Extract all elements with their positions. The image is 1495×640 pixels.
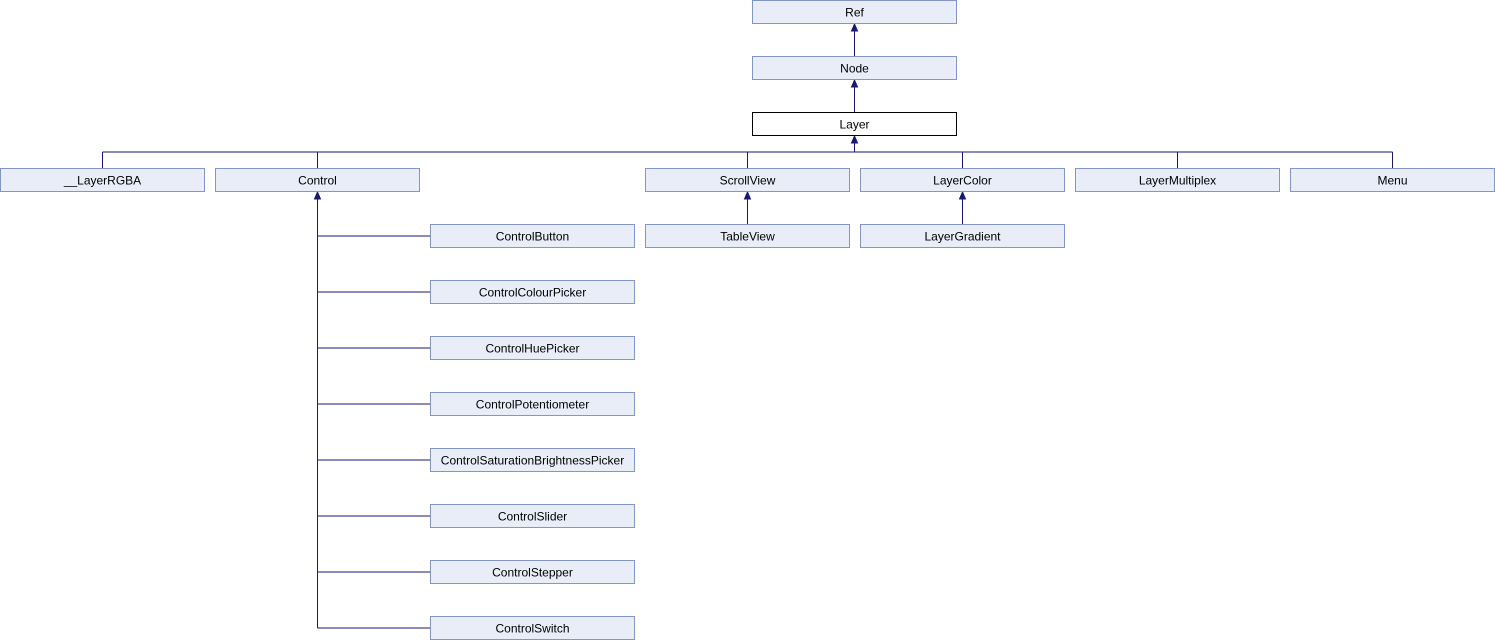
class-label: __LayerRGBA — [63, 174, 141, 188]
edge-group-scrollview — [743, 190, 752, 224]
class-box — [430, 504, 635, 528]
class-node-controlsaturationbrightnesspicker[interactable]: ControlSaturationBrightnessPicker — [430, 448, 635, 472]
class-node-layerrgba[interactable]: __LayerRGBA — [0, 168, 205, 192]
edge-group-control — [313, 190, 430, 629]
class-node-layermultiplex[interactable]: LayerMultiplex — [1075, 168, 1280, 192]
class-node-ref[interactable]: Ref — [752, 0, 957, 24]
class-node-controlpotentiometer[interactable]: ControlPotentiometer — [430, 392, 635, 416]
edge-group-ref — [850, 22, 859, 56]
edge-arrowhead — [958, 190, 967, 200]
edge-arrowhead — [850, 22, 859, 32]
class-node-layercolor[interactable]: LayerColor — [860, 168, 1065, 192]
class-label: TableView — [720, 230, 775, 244]
class-box — [645, 224, 850, 248]
class-label: ControlPotentiometer — [476, 398, 589, 412]
class-box — [645, 168, 850, 192]
class-box — [430, 280, 635, 304]
class-label: ControlStepper — [492, 566, 573, 580]
edge-arrowhead — [743, 190, 752, 200]
class-label: LayerColor — [933, 174, 992, 188]
class-label: ScrollView — [720, 174, 776, 188]
class-node-controlstepper[interactable]: ControlStepper — [430, 560, 635, 584]
class-box — [430, 392, 635, 416]
class-box — [215, 168, 420, 192]
class-label: Control — [298, 174, 337, 188]
class-label: Ref — [845, 6, 864, 20]
class-label: Menu — [1377, 174, 1407, 188]
class-node-menu[interactable]: Menu — [1290, 168, 1495, 192]
edge-group-layercolor — [958, 190, 967, 224]
class-label: ControlHuePicker — [485, 342, 579, 356]
class-label: ControlColourPicker — [479, 286, 586, 300]
edge-group-layer — [102, 134, 1393, 168]
class-box — [430, 336, 635, 360]
edges-layer — [102, 22, 1393, 629]
class-label: LayerMultiplex — [1139, 174, 1216, 188]
class-box — [752, 56, 957, 80]
edge-group-node — [850, 78, 859, 112]
class-label: ControlSlider — [498, 510, 567, 524]
class-node-scrollview[interactable]: ScrollView — [645, 168, 850, 192]
class-node-node[interactable]: Node — [752, 56, 957, 80]
class-box — [430, 448, 635, 472]
class-label: Node — [840, 62, 869, 76]
class-node-controlhuepicker[interactable]: ControlHuePicker — [430, 336, 635, 360]
class-box — [0, 168, 205, 192]
class-node-layer[interactable]: Layer — [752, 112, 957, 136]
class-box — [752, 0, 957, 24]
class-node-tableview[interactable]: TableView — [645, 224, 850, 248]
class-node-controlswitch[interactable]: ControlSwitch — [430, 616, 635, 640]
class-box — [1075, 168, 1280, 192]
edge-arrowhead — [313, 190, 322, 200]
class-label: ControlSwitch — [495, 622, 569, 636]
class-node-layergradient[interactable]: LayerGradient — [860, 224, 1065, 248]
edge-arrowhead — [850, 134, 859, 144]
class-label: ControlButton — [496, 230, 569, 244]
class-box — [430, 224, 635, 248]
class-node-controlslider[interactable]: ControlSlider — [430, 504, 635, 528]
class-box — [860, 168, 1065, 192]
class-label: ControlSaturationBrightnessPicker — [441, 454, 624, 468]
class-node-control[interactable]: Control — [215, 168, 420, 192]
class-node-controlcolourpicker[interactable]: ControlColourPicker — [430, 280, 635, 304]
class-label: LayerGradient — [924, 230, 1001, 244]
class-box — [752, 112, 957, 136]
class-box — [860, 224, 1065, 248]
class-box — [430, 560, 635, 584]
edge-arrowhead — [850, 78, 859, 88]
class-label: Layer — [839, 118, 869, 132]
class-node-controlbutton[interactable]: ControlButton — [430, 224, 635, 248]
